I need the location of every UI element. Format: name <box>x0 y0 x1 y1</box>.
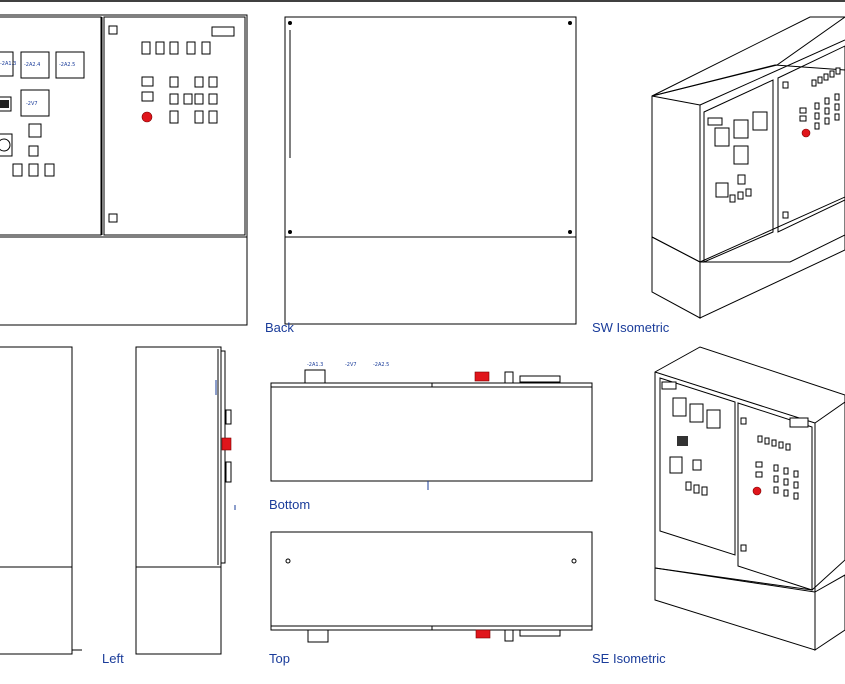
bottom-emergency-stop-icon <box>474 371 490 382</box>
top-outline <box>270 531 593 631</box>
meter-label: -2A2.4 <box>24 62 40 68</box>
sw-view-label: SW Isometric <box>592 320 670 335</box>
sw-plinth-side <box>651 236 701 319</box>
bottom-tag: -2A2.5 <box>373 362 389 368</box>
sw-plinth-front <box>699 196 845 319</box>
sw-left-door <box>703 79 774 263</box>
bottom-tag: -2V7 <box>345 362 357 368</box>
sw-button-grid <box>799 67 841 130</box>
pushbutton-row-left <box>12 145 55 177</box>
emergency-stop-icon <box>141 111 153 123</box>
lock-icon <box>108 25 118 35</box>
back-view-label: Back <box>265 320 294 335</box>
se-right-door <box>737 402 813 591</box>
top-switch-projection <box>307 629 329 643</box>
nameplate <box>211 26 235 37</box>
se-meter <box>706 409 721 429</box>
front-right-door <box>103 16 246 236</box>
front-left-door <box>0 16 102 236</box>
top-view-label: Top <box>269 651 290 666</box>
pushbutton-row-top <box>141 41 211 55</box>
se-nameplate <box>661 381 677 390</box>
se-meter <box>672 397 687 417</box>
front-lower-view <box>0 346 82 655</box>
bolt-icon <box>285 558 291 564</box>
sw-meter <box>733 119 749 139</box>
side-outline <box>0 346 73 655</box>
meter-label: -2V7 <box>26 101 38 107</box>
sw-isometric-view <box>651 16 845 319</box>
se-left-door <box>659 377 736 556</box>
sw-meter <box>752 111 768 131</box>
bolt-icon <box>288 230 292 234</box>
se-emergency-stop-icon <box>752 486 762 496</box>
sw-right-door <box>777 45 845 233</box>
display-screen <box>0 100 9 108</box>
se-view-label: SE Isometric <box>592 651 666 666</box>
meter-a25: -2A2.5 <box>55 51 85 79</box>
front-outline <box>0 14 248 326</box>
bottom-view: -2A1.3 -2V7 -2A2.5 <box>270 362 593 490</box>
meter-label: -2A1.3 <box>0 61 16 67</box>
se-button-grid <box>755 435 799 500</box>
indicator-window <box>28 123 42 138</box>
se-isometric-view <box>654 346 845 651</box>
se-meter <box>689 403 704 423</box>
se-nameplate-right <box>789 417 809 428</box>
bottom-tag: -2A1.3 <box>307 362 323 368</box>
front-view: -2A1.3 -2A2.4 -2A2.5 -2V7 <box>0 14 248 326</box>
bolt-icon <box>571 558 577 564</box>
se-plinth-front <box>654 567 816 651</box>
sw-meter <box>733 145 749 165</box>
bottom-outline <box>270 382 593 482</box>
left-door-edge <box>220 350 226 564</box>
back-view <box>284 16 577 325</box>
selector-grid <box>141 76 218 124</box>
back-outline <box>284 16 577 325</box>
bottom-view-label: Bottom <box>269 497 310 512</box>
meter-a13: -2A1.3 <box>0 51 16 77</box>
top-view <box>270 531 593 643</box>
left-emergency-stop-icon <box>221 437 232 451</box>
lock-icon <box>108 213 118 223</box>
top-emergency-stop-icon <box>475 629 491 639</box>
meter-v7: -2V7 <box>20 89 50 117</box>
se-cabinet <box>654 346 845 591</box>
bolt-icon <box>568 230 572 234</box>
se-plinth-side <box>814 574 845 651</box>
meter-a24: -2A2.4 <box>20 51 50 79</box>
se-rotary-switch <box>669 456 683 474</box>
bottom-switch-projection <box>304 369 326 384</box>
rotary-switch-knob <box>0 138 11 152</box>
se-display <box>677 436 688 446</box>
bolt-icon <box>288 21 292 25</box>
sw-rotary-switch <box>715 182 729 198</box>
left-view <box>135 346 236 655</box>
left-outline <box>135 346 222 655</box>
sw-emergency-stop-icon <box>801 128 811 138</box>
left-view-label: Left <box>102 651 124 666</box>
sw-nameplate <box>707 117 723 126</box>
bolt-icon <box>568 21 572 25</box>
sw-meter <box>714 127 730 147</box>
meter-label: -2A2.5 <box>59 62 75 68</box>
